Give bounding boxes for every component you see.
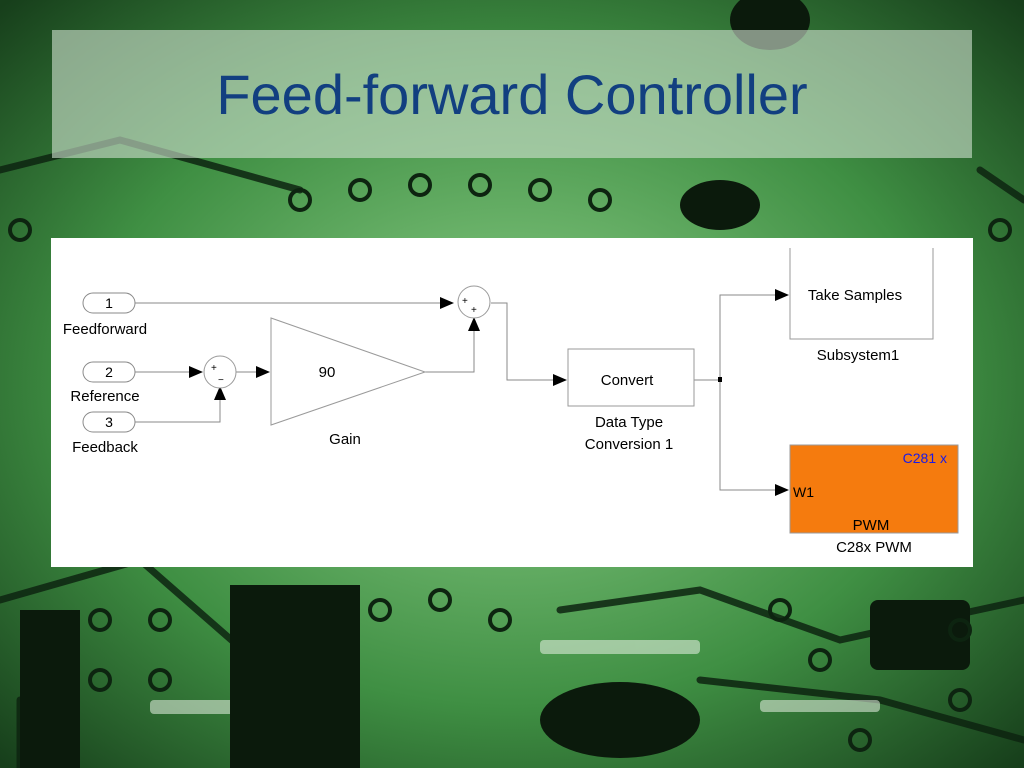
subsystem-label: Subsystem1 — [817, 347, 900, 364]
subsystem-text: Take Samples — [808, 287, 902, 304]
inport-number: 1 — [105, 295, 113, 311]
line-sum2-to-convert — [491, 302, 567, 386]
sum-sign-plus-bottom: + — [471, 305, 477, 316]
gain-value: 90 — [319, 364, 336, 381]
inport-oval — [82, 411, 136, 433]
inport-label: Reference — [70, 388, 139, 405]
gain-block[interactable]: 90 Gain — [270, 317, 427, 448]
sum-block-2[interactable]: + + — [457, 285, 491, 319]
convert-label-line1: Data Type — [595, 414, 663, 431]
pwm-header: C281 x — [903, 450, 947, 466]
signal-lines — [135, 289, 789, 496]
line-feedback — [135, 386, 226, 423]
pwm-name: PWM — [853, 517, 890, 534]
block-diagram: 1 Feedforward 2 Reference 3 Feedback + −… — [63, 248, 959, 556]
inport-label: Feedforward — [63, 321, 147, 338]
title-band — [52, 30, 972, 158]
inport-number: 3 — [105, 414, 113, 430]
pwm-port: W1 — [793, 484, 814, 500]
pwm-box — [789, 444, 959, 534]
sum-circle — [457, 285, 491, 319]
sum-sign-plus: + — [211, 363, 217, 374]
line-to-subsystem — [719, 289, 789, 380]
gain-label: Gain — [329, 431, 361, 448]
line-to-pwm — [719, 380, 789, 496]
convert-box — [567, 348, 695, 407]
gain-triangle — [270, 317, 427, 426]
sum-sign-minus: − — [218, 375, 224, 386]
inport-number: 2 — [105, 364, 113, 380]
slide-title: Feed-forward Controller — [216, 63, 808, 126]
inport-oval — [82, 361, 136, 383]
pwm-block[interactable]: C281 x W1 PWM C28x PWM — [789, 444, 959, 556]
sum-sign-plus-top: + — [462, 296, 468, 307]
diagram-panel: 1 Feedforward 2 Reference 3 Feedback + −… — [51, 238, 973, 567]
convert-text: Convert — [601, 372, 654, 389]
sum-circle — [203, 355, 237, 389]
inport-feedforward[interactable]: 1 Feedforward — [63, 292, 147, 338]
subsystem-box — [789, 248, 934, 340]
sum-block-1[interactable]: + − — [203, 355, 237, 389]
subsystem-block[interactable]: Take Samples Subsystem1 — [789, 248, 934, 364]
data-type-conversion-block[interactable]: Convert Data Type Conversion 1 — [567, 348, 695, 453]
line-gain-to-sum2 — [425, 317, 480, 373]
inport-feedback[interactable]: 3 Feedback — [72, 411, 138, 456]
pwm-label: C28x PWM — [836, 539, 912, 556]
convert-label-line2: Conversion 1 — [585, 436, 673, 453]
branch-point — [718, 377, 722, 382]
inport-oval — [82, 292, 136, 314]
inport-reference[interactable]: 2 Reference — [70, 361, 140, 405]
inport-label: Feedback — [72, 439, 138, 456]
